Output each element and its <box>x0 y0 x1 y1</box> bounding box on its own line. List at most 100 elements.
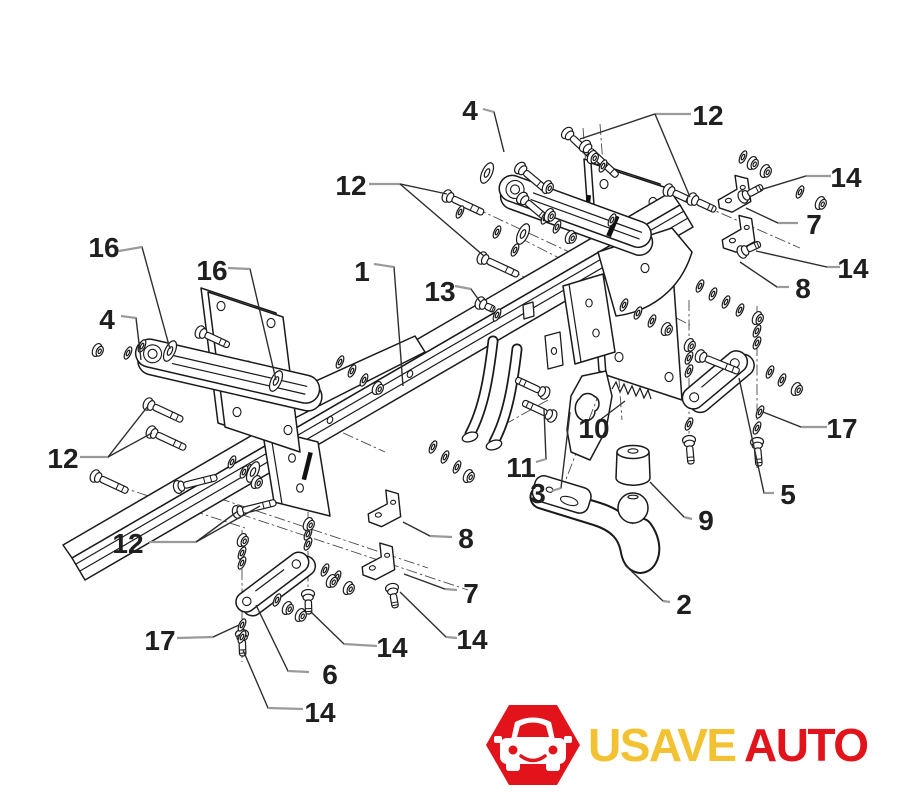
washer-icon <box>335 355 345 369</box>
washer-icon <box>492 308 502 322</box>
callout-16: 16 <box>88 232 171 350</box>
callout-5: 5 <box>738 377 796 510</box>
bolt-icon <box>686 192 717 213</box>
windshield <box>517 722 549 737</box>
callout-13: 13 <box>424 276 482 307</box>
washer-icon <box>684 417 694 431</box>
bolt-icon <box>694 349 740 375</box>
washer-icon <box>320 563 330 577</box>
washer-icon <box>237 556 247 570</box>
washer-icon <box>695 279 705 293</box>
part-number-label: 14 <box>830 162 862 193</box>
washer-icon <box>455 205 465 219</box>
callout-17: 17 <box>144 624 240 656</box>
part-number-label: 7 <box>463 578 479 609</box>
washer-icon <box>684 351 694 365</box>
part-number-label: 12 <box>692 100 723 131</box>
bolt-icon <box>142 397 184 423</box>
nut-icon <box>462 468 475 484</box>
brand-word-usave: USAVE <box>588 719 736 771</box>
swan-neck <box>529 475 661 574</box>
washer-icon <box>123 346 133 360</box>
part-number-label: 4 <box>462 95 478 126</box>
washer-icon <box>303 537 313 551</box>
washer-icon <box>721 295 731 309</box>
washer-icon <box>647 314 657 328</box>
callout-2: 2 <box>624 564 692 620</box>
bolt-icon <box>514 376 551 400</box>
callout-12: 12 <box>579 100 724 198</box>
callout-12: 12 <box>112 505 261 559</box>
bolt-icon <box>89 469 129 494</box>
bolt-icon <box>172 474 218 495</box>
bolt-icon <box>737 184 764 204</box>
nut-icon <box>746 155 759 171</box>
part-number-label: 16 <box>88 232 119 263</box>
callout-1: 1 <box>354 256 404 387</box>
washer-icon <box>765 365 775 379</box>
washer-icon <box>738 150 748 164</box>
callout-6: 6 <box>255 604 338 690</box>
hanger-straps <box>461 335 523 451</box>
washer-icon <box>479 162 495 184</box>
callout-12: 12 <box>47 405 153 474</box>
washer-icon <box>237 618 247 632</box>
fasteners-hardware <box>89 126 827 657</box>
brand-word-auto: AUTO <box>744 719 868 771</box>
part-number-label: 4 <box>99 304 115 335</box>
bolt-icon <box>384 582 400 609</box>
washer-icon <box>619 298 629 312</box>
nut-icon <box>281 600 294 616</box>
washer-icon <box>510 243 520 257</box>
nut-icon <box>302 516 315 532</box>
washer-icon <box>755 405 765 419</box>
bumper-plate <box>566 370 613 461</box>
washer-icon <box>347 364 357 378</box>
bolt-icon <box>194 325 231 349</box>
callout-8: 8 <box>739 261 811 304</box>
bolt-icon <box>300 588 316 615</box>
callout-3: 3 <box>530 411 571 509</box>
angle-bracket <box>367 489 402 528</box>
callout-14: 14 <box>759 162 862 193</box>
angle-bracket <box>361 542 396 581</box>
nut-icon <box>759 163 772 179</box>
part-number-label: 2 <box>676 589 692 620</box>
nut-icon <box>751 310 764 326</box>
support-strap-left <box>235 551 317 617</box>
part-number-label: 14 <box>376 632 408 663</box>
callout-12: 12 <box>335 170 485 257</box>
washer-icon <box>359 373 369 387</box>
nut-icon <box>564 229 577 245</box>
part-number-label: 12 <box>112 528 143 559</box>
washer-icon <box>452 460 462 474</box>
part-number-label: 7 <box>806 209 822 240</box>
part-number-label: 12 <box>335 170 366 201</box>
part-number-label: 16 <box>196 255 227 286</box>
nut-icon <box>683 337 696 353</box>
part-number-label: 8 <box>458 523 474 554</box>
washer-icon <box>633 306 643 320</box>
part-number-label: 14 <box>837 253 869 284</box>
part-number-label: 3 <box>530 478 546 509</box>
washer-icon <box>708 287 718 301</box>
washer-icon <box>684 364 694 378</box>
part-number-label: 17 <box>826 413 857 444</box>
top-side-arm <box>498 174 654 256</box>
callout-14: 14 <box>309 610 408 663</box>
center-channel <box>562 273 616 365</box>
washer-icon <box>795 185 805 199</box>
washer-icon <box>752 336 762 350</box>
washer-icon <box>428 440 438 454</box>
nut-icon <box>294 607 307 623</box>
callout-14: 14 <box>755 250 869 284</box>
nut-icon <box>543 207 556 223</box>
callout-14: 14 <box>399 591 488 655</box>
bolt-icon <box>474 296 496 313</box>
callout-9: 9 <box>649 481 714 536</box>
bolt-icon <box>145 425 187 451</box>
washer-icon <box>777 373 787 387</box>
callout-17: 17 <box>762 411 858 444</box>
